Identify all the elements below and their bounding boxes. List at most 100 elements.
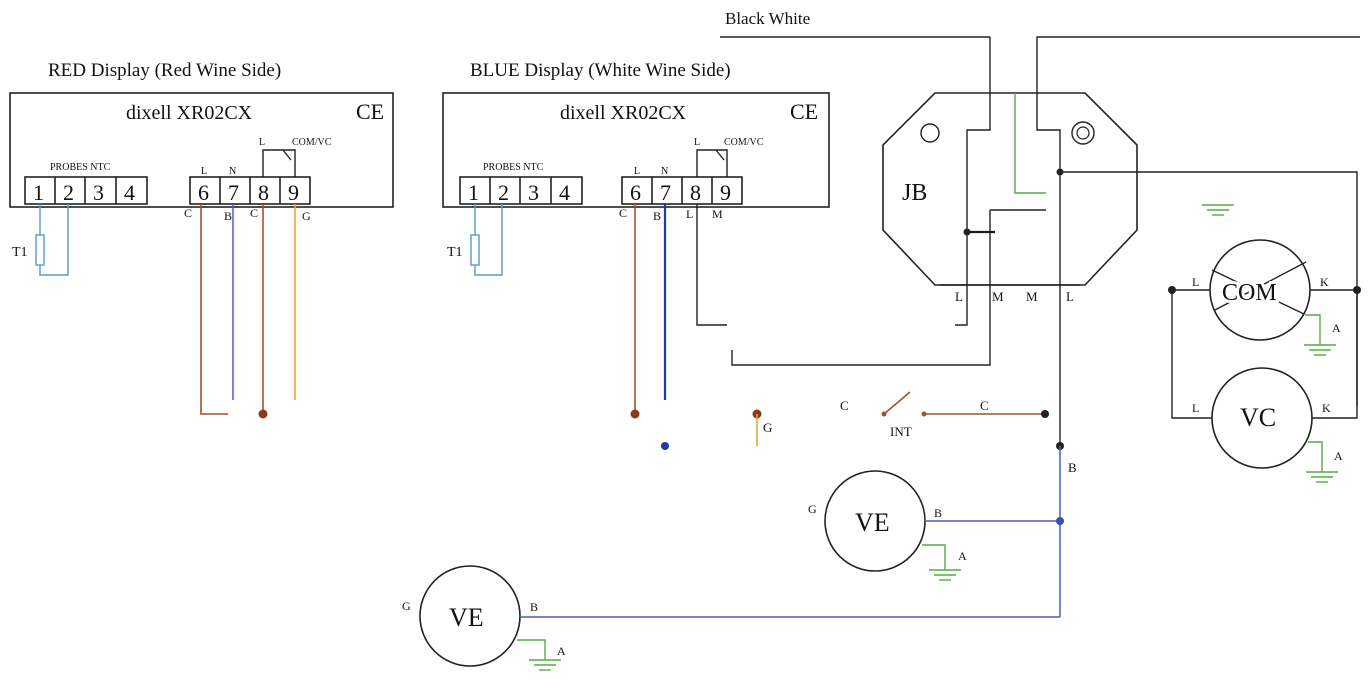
blue-label-com-vc: COM/VC (724, 137, 764, 148)
blue-t1-sensor (470, 204, 503, 276)
jb-terminal-m-2: M (1026, 289, 1038, 304)
blue-l-wire (696, 204, 727, 326)
blue-display-model: dixell XR02CX (560, 102, 687, 124)
red-terminal-2: 2 (63, 180, 74, 205)
junction-box-outline (882, 92, 1138, 286)
red-terminal-8: 8 (258, 180, 269, 205)
blue-terminal-8: 8 (690, 180, 701, 205)
ve-left-ground-wire (517, 639, 546, 660)
jb-terminal-l-2: L (1066, 289, 1074, 304)
black-line-down (955, 37, 991, 326)
red-t1-sensor (35, 204, 69, 276)
red-label-c-2: C (250, 206, 258, 220)
blue-display-title: BLUE Display (White Wine Side) (470, 60, 731, 81)
blue-relay-contact (715, 149, 725, 161)
blue-power-terminal-block (621, 176, 743, 205)
blue-label-m: M (712, 207, 723, 221)
b-vertical-label: B (1068, 460, 1077, 475)
com-k-label: K (1320, 275, 1329, 289)
blue-probe-terminal-block (459, 176, 583, 205)
node-ve-right-b (1056, 517, 1064, 525)
com-ground-symbol (1304, 344, 1336, 356)
ve-left-g-label: G (402, 599, 411, 613)
ve-right-g-label: G (808, 502, 817, 516)
vc-k-wire (1312, 290, 1358, 419)
ve-left-label: VE (449, 603, 484, 632)
jb-mounting-hole-right-inner (1076, 126, 1090, 140)
red-display-ce-mark: CE (356, 99, 384, 124)
header-label: Black White (725, 9, 810, 28)
blue-label-6-l: L (634, 166, 640, 177)
vc-l-label: L (1192, 401, 1199, 415)
jb-node-black (963, 228, 971, 236)
red-terminal-3: 3 (93, 180, 104, 205)
red-terminal-9: 9 (288, 180, 299, 205)
jb-ground-symbol (1202, 204, 1234, 216)
jb-ground-wire (1014, 93, 1046, 194)
blue-label-c: C (619, 206, 627, 220)
red-label-com-vc: COM/VC (292, 137, 332, 148)
red-label-g: G (302, 209, 311, 223)
vc-l-wire (1171, 290, 1212, 419)
red-label-c-1: C (184, 206, 192, 220)
red-probe-terminal-block (24, 176, 148, 205)
blue-label-7-n: N (661, 166, 668, 177)
red-display-title: RED Display (Red Wine Side) (48, 60, 281, 81)
ve-left-circle (419, 565, 521, 667)
red-terminal-1: 1 (33, 180, 44, 205)
switch-blade (883, 391, 911, 415)
vc-ground-symbol (1306, 471, 1338, 483)
red-terminal-7: 7 (228, 180, 239, 205)
vc-k-label: K (1322, 401, 1331, 415)
red-power-terminal-block (189, 176, 311, 205)
switch-c-left: C (840, 398, 849, 413)
node-blue-7 (661, 442, 669, 450)
ve-right-b-label: B (934, 506, 942, 520)
brown-c-bus (200, 204, 228, 415)
node-switch-right (1041, 410, 1049, 418)
com-l-label: L (1192, 275, 1199, 289)
blue-label-b: B (653, 209, 661, 223)
blue-label-l: L (686, 207, 693, 221)
com-diagonal-1 (1214, 261, 1307, 311)
ve-left-a-label: A (557, 644, 566, 658)
red-label-b: B (224, 209, 232, 223)
jb-node-white (1056, 168, 1064, 176)
ve-left-b-label: B (530, 600, 538, 614)
blue-terminal-4: 4 (559, 180, 570, 205)
jb-m-wire (731, 210, 991, 366)
red-t1-label: T1 (12, 245, 28, 260)
vc-a-label: A (1334, 449, 1343, 463)
jb-mounting-hole-right (1071, 121, 1095, 145)
red-terminal-6: 6 (198, 180, 209, 205)
vc-ground-wire (1308, 441, 1323, 472)
red-label-6-l: L (201, 166, 207, 177)
red-relay-contact (282, 149, 292, 161)
red-relay-bracket (262, 149, 296, 177)
blue-relay-bracket (696, 149, 728, 177)
ve-right-label: VE (855, 508, 890, 537)
ve-left-ground-symbol (529, 659, 561, 671)
blue-t1-label: T1 (447, 245, 463, 260)
blue-terminal-9: 9 (720, 180, 731, 205)
blue-terminal-3: 3 (528, 180, 539, 205)
switch-label: INT (890, 424, 912, 439)
node-red-8 (258, 409, 268, 419)
red-probes-label: PROBES NTC (50, 162, 111, 173)
blue-display-box (442, 92, 830, 208)
red-label-7-n: N (229, 166, 236, 177)
jb-terminal-m-1: M (992, 289, 1004, 304)
blue-label-8-l: L (694, 137, 700, 148)
blue-terminal-7: 7 (660, 180, 671, 205)
com-a-label: A (1332, 321, 1341, 335)
switch-c-right: C (980, 398, 989, 413)
ve-right-a-label: A (958, 549, 967, 563)
ve-right-ground-symbol (929, 569, 961, 581)
blue-terminal-1: 1 (468, 180, 479, 205)
red-terminal-4: 4 (124, 180, 135, 205)
switch-right-contact (921, 411, 927, 417)
white-line-down (1036, 36, 1360, 170)
jb-mounting-hole-left (920, 123, 940, 143)
jb-terminal-l-1: L (955, 289, 963, 304)
ve-right-ground-wire (922, 544, 946, 570)
